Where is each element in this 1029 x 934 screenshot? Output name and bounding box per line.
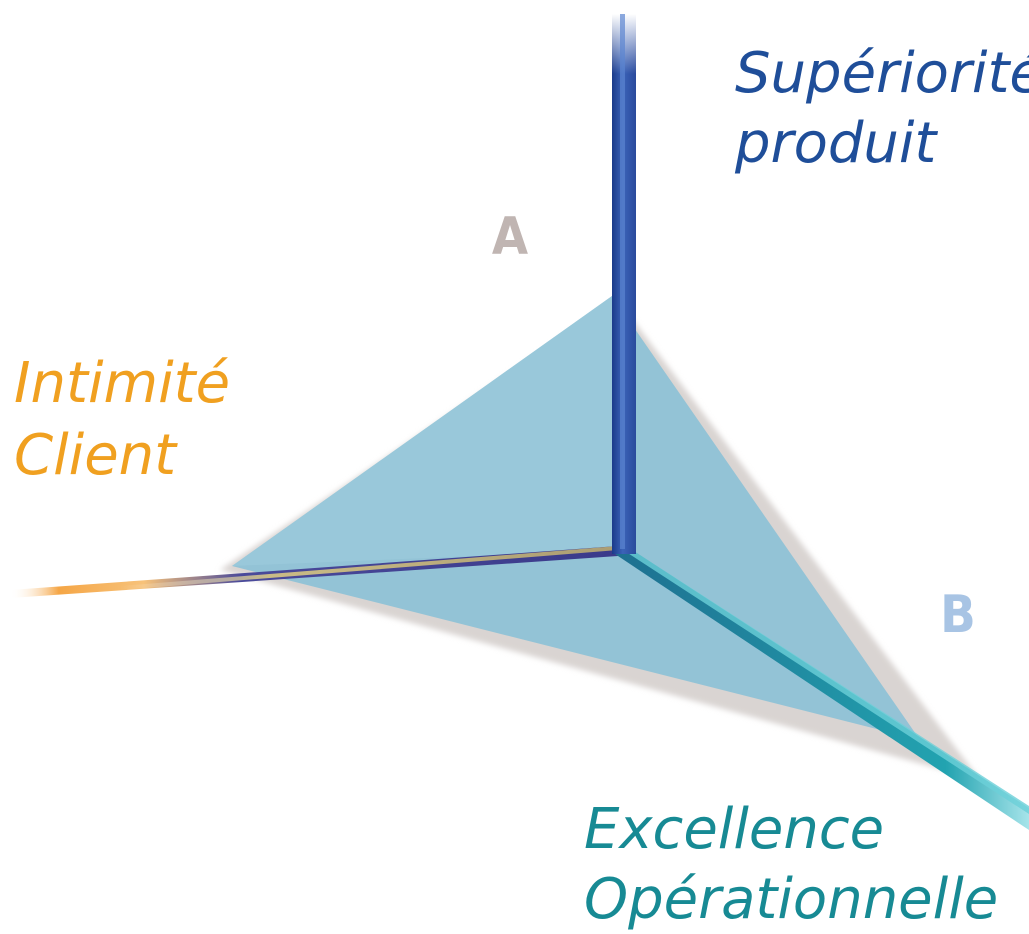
operational-axis bbox=[612, 546, 1029, 830]
triangle-shade bbox=[232, 296, 620, 566]
product-label-line1: Supériorité bbox=[735, 41, 1029, 106]
marker-a: A bbox=[492, 207, 528, 267]
customer-axis bbox=[10, 546, 618, 598]
marker-b: B bbox=[940, 585, 976, 645]
operational-label-line2: Opérationnelle bbox=[584, 867, 998, 932]
product-label-line2: produit bbox=[734, 111, 938, 176]
customer-label-line1: Intimité bbox=[14, 351, 230, 416]
operational-label-line1: Excellence bbox=[584, 797, 884, 862]
customer-label-line2: Client bbox=[14, 423, 178, 488]
product-axis bbox=[612, 14, 636, 554]
